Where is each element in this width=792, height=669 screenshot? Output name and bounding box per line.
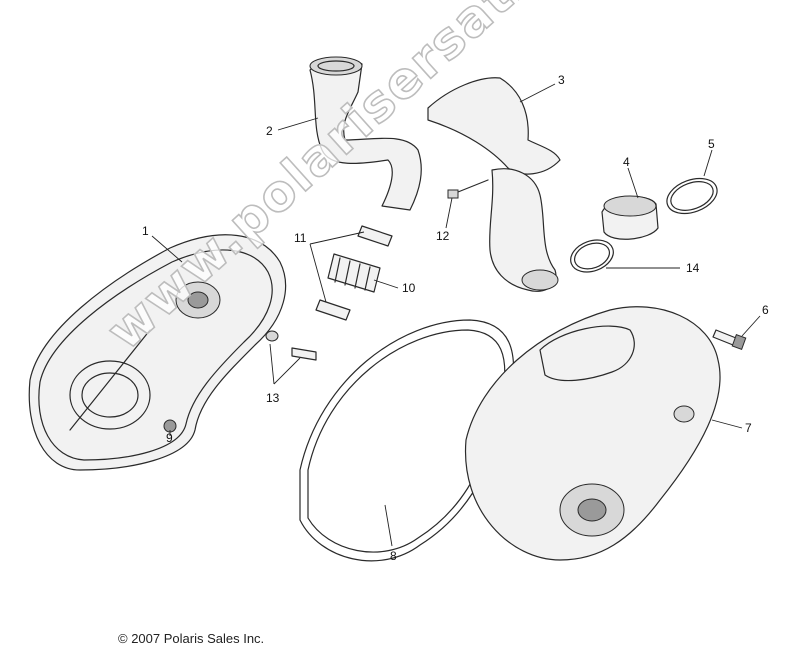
part-2-intake-duct bbox=[309, 56, 422, 211]
callout-4: 4 bbox=[623, 155, 630, 169]
callout-9: 9 bbox=[166, 431, 173, 445]
callout-11: 11 bbox=[294, 231, 307, 245]
callout-10: 10 bbox=[402, 281, 416, 295]
callout-13: 13 bbox=[266, 391, 280, 405]
part-14-clamp bbox=[570, 239, 614, 273]
part-6-bolt bbox=[712, 329, 747, 350]
part-3-air-duct bbox=[427, 77, 561, 292]
callout-14: 14 bbox=[686, 261, 700, 275]
part-13-bolt bbox=[265, 330, 317, 361]
part-12-screw bbox=[447, 179, 489, 199]
callout-6: 6 bbox=[762, 303, 769, 317]
part-5-clamp bbox=[666, 177, 718, 215]
copyright-notice: © 2007 Polaris Sales Inc. bbox=[118, 631, 265, 646]
callout-12: 12 bbox=[436, 229, 450, 243]
part-1-inner-cover bbox=[28, 234, 287, 471]
leader-lines bbox=[151, 83, 761, 547]
callout-8: 8 bbox=[390, 549, 397, 563]
callout-2: 2 bbox=[266, 124, 273, 138]
callout-5: 5 bbox=[708, 137, 715, 151]
part-7-outer-cover bbox=[464, 306, 721, 561]
part-10-seal bbox=[327, 253, 381, 293]
callout-1: 1 bbox=[142, 224, 149, 238]
callout-3: 3 bbox=[558, 73, 565, 87]
part-4-boot bbox=[601, 195, 659, 240]
callout-7: 7 bbox=[745, 421, 752, 435]
